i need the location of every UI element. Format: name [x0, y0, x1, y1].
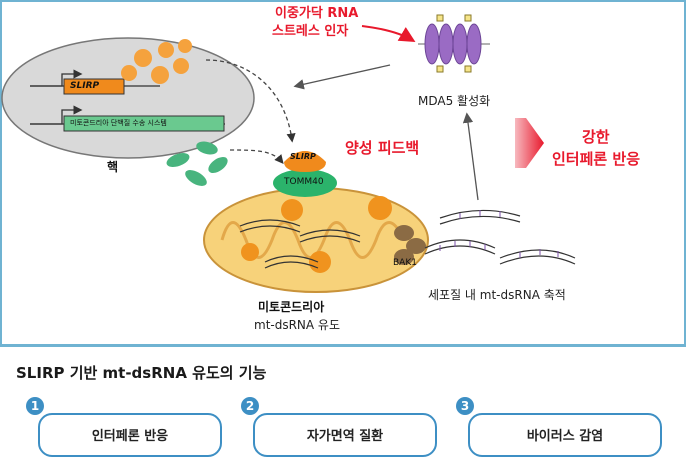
- function-label-3: 바이러스 감염: [526, 429, 604, 444]
- protein-blob: [185, 170, 207, 186]
- bak1-label: BAK1: [393, 258, 417, 268]
- mito-label-2: mt-dsRNA 유도: [254, 318, 341, 332]
- functions-title: SLIRP 기반 mt-dsRNA 유도의 기능: [16, 364, 267, 382]
- slirp-blob: [178, 39, 192, 53]
- mito-system-gene-label: 미토콘드리아 단백질 수송 시스템: [70, 119, 167, 127]
- function-label-2: 자가면역 질환: [306, 429, 384, 444]
- stress-label-1: 이중가닥 RNA: [275, 6, 359, 21]
- tomm40-protein: [273, 169, 337, 197]
- mito-slirp-blob: [309, 251, 331, 273]
- mito-slirp-blob: [281, 199, 303, 221]
- slirp-blob: [158, 42, 174, 58]
- function-card-3: 바이러스 감염: [468, 413, 662, 457]
- nucleus: [1, 37, 255, 159]
- slirp-blob: [151, 66, 169, 84]
- bak1-blob: [406, 238, 426, 254]
- feedback-arrow: [293, 64, 391, 90]
- protein-blob: [208, 157, 228, 173]
- function-card-2: 자가면역 질환: [253, 413, 437, 457]
- item-number-1: 1: [26, 397, 44, 415]
- slirp-blob: [134, 49, 152, 67]
- slirp-gene-box: [63, 78, 125, 95]
- mito-slirp-blob: [368, 196, 392, 220]
- section-divider: [0, 345, 686, 347]
- mito-label-1: 미토콘드리아: [258, 300, 325, 314]
- diagram-canvas: [0, 0, 686, 346]
- mda5-up-arrow: [462, 112, 479, 201]
- slirp-gene-label: SLIRP: [70, 81, 100, 91]
- item-number-2: 2: [241, 397, 259, 415]
- tomm40-label: TOMM40: [284, 177, 324, 187]
- slirp-blob: [121, 65, 137, 81]
- mda5-caps: [436, 14, 472, 73]
- mito-system-gene-box: [63, 115, 225, 132]
- mda5-label: MDA5 활성화: [418, 94, 491, 108]
- response-arrow: [515, 118, 544, 168]
- cytosol-label: 세포질 내 mt-dsRNA 축적: [428, 288, 566, 302]
- item-number-3: 3: [456, 397, 474, 415]
- bak1-blob: [394, 249, 414, 265]
- cytosol-dsrna: [424, 209, 576, 265]
- bak1-blob: [394, 225, 414, 241]
- slirp-protein: [284, 151, 326, 172]
- dashed-arrow-slirp: [205, 59, 296, 143]
- mito-dsrna: [239, 219, 361, 269]
- response-label-2: 인터페론 반응: [552, 150, 641, 168]
- protein-blob: [166, 153, 190, 167]
- function-card-1: 인터페론 반응: [38, 413, 222, 457]
- feedback-label: 양성 피드백: [345, 139, 420, 157]
- stress-arrow: [361, 25, 416, 43]
- stress-label-2: 스트레스 인자: [272, 24, 349, 39]
- mda5-filament: [424, 23, 482, 65]
- nucleus-label: 핵: [107, 160, 119, 174]
- dsrna-rungs: [439, 210, 559, 258]
- mitochondrion: [203, 187, 429, 293]
- protein-blob: [196, 141, 218, 155]
- response-label-1: 강한: [582, 128, 610, 146]
- mito-slirp-blob: [241, 243, 259, 261]
- dashed-arrow-protein: [229, 149, 284, 164]
- function-label-1: 인터페론 반응: [91, 429, 169, 444]
- slirp-protein-label: SLIRP: [290, 152, 316, 161]
- slirp-blob: [173, 58, 189, 74]
